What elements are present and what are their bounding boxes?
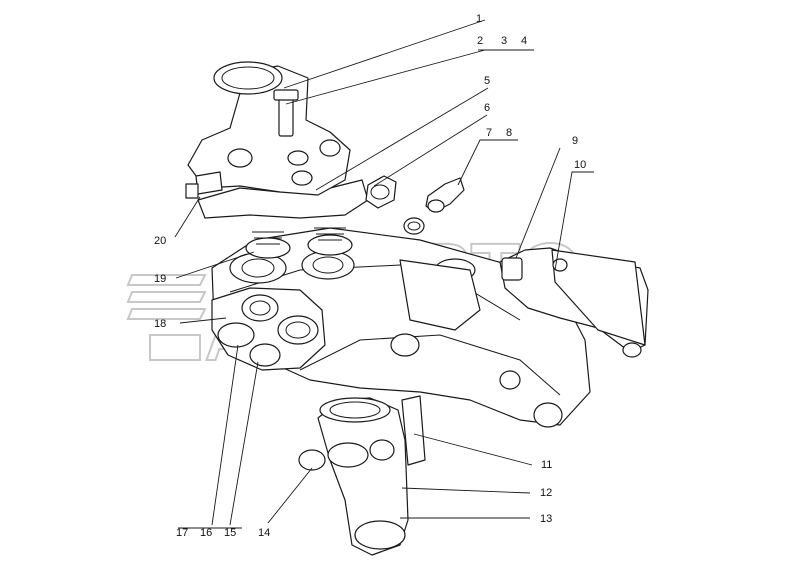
callout-5: 5 xyxy=(484,75,490,87)
callout-13: 13 xyxy=(540,513,552,525)
callout-14: 14 xyxy=(258,527,270,539)
callouts: 1 2 3 4 5 6 7 8 9 10 11 12 13 14 15 16 1… xyxy=(154,13,586,539)
callout-10: 10 xyxy=(574,159,586,171)
callout-1: 1 xyxy=(476,13,482,25)
callout-2: 2 xyxy=(477,35,483,47)
callout-19: 19 xyxy=(154,273,166,285)
bottom-elbow xyxy=(298,395,426,556)
callout-3: 3 xyxy=(501,35,507,47)
watermark-logo xyxy=(126,274,207,361)
top-cover xyxy=(185,61,351,199)
callout-16: 16 xyxy=(200,527,212,539)
callout-8: 8 xyxy=(506,127,512,139)
callout-12: 12 xyxy=(540,487,552,499)
callout-6: 6 xyxy=(484,102,490,114)
outlet-pipe xyxy=(499,247,649,358)
callout-9: 9 xyxy=(572,135,578,147)
callout-18: 18 xyxy=(154,318,166,330)
fittings xyxy=(365,175,465,235)
callout-4: 4 xyxy=(521,35,527,47)
left-face xyxy=(211,287,326,371)
callout-20: 20 xyxy=(154,235,166,247)
callout-17: 17 xyxy=(176,527,188,539)
leader-lines xyxy=(174,19,594,529)
callout-15: 15 xyxy=(224,527,236,539)
callout-11: 11 xyxy=(541,459,552,471)
callout-7: 7 xyxy=(486,127,492,139)
